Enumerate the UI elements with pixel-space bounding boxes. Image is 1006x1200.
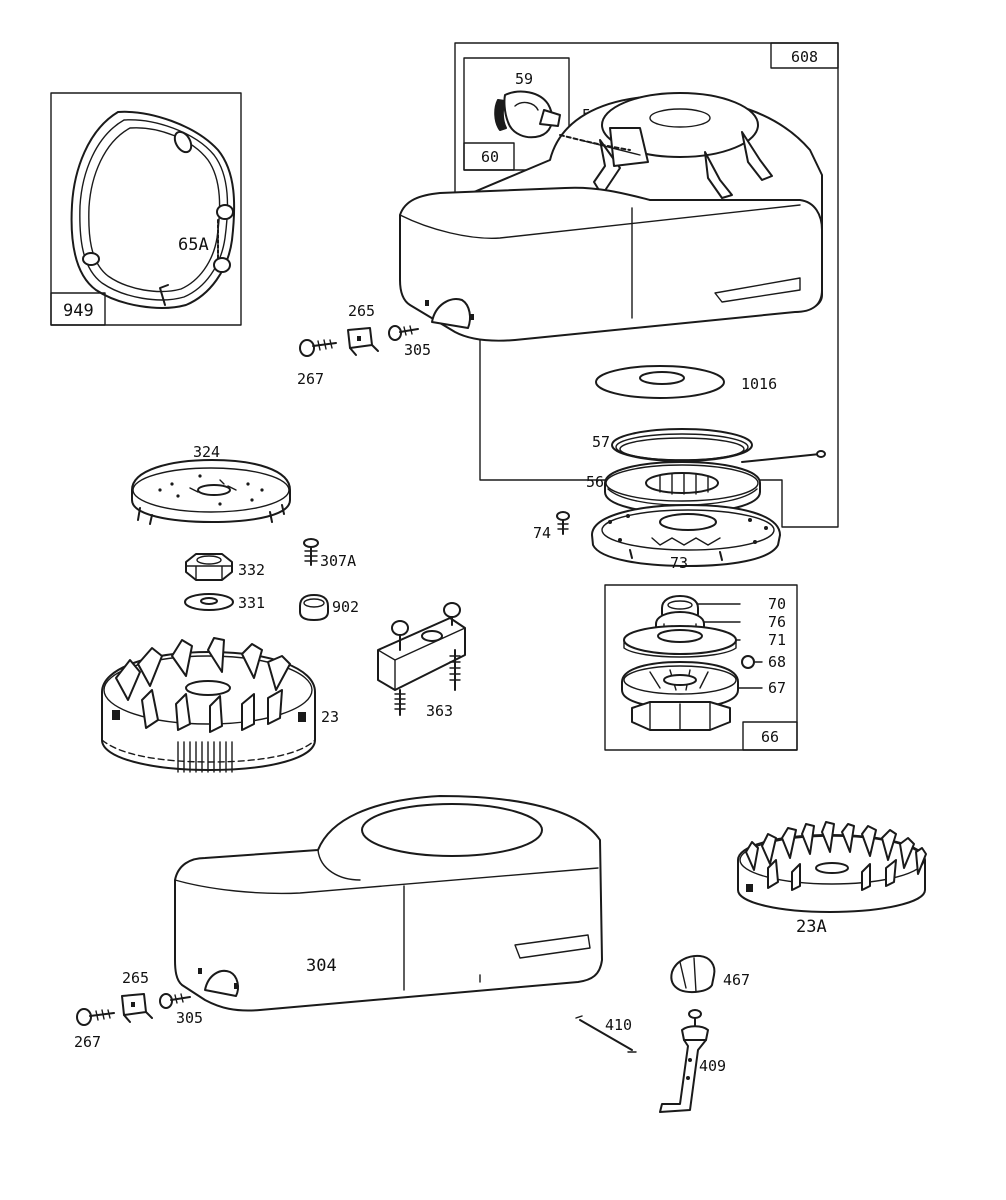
label-305-lower: 305: [176, 1009, 203, 1027]
part-66-label-box: [742, 721, 798, 751]
nut-332: [185, 553, 233, 581]
label-23A: 23A: [796, 917, 827, 937]
label-324: 324: [193, 443, 220, 461]
part-949-frame: [50, 92, 242, 326]
label-363: 363: [426, 702, 453, 720]
label-304: 304: [306, 956, 337, 976]
washer-1016: [595, 365, 725, 399]
flywheel-23A: [737, 821, 927, 913]
label-56: 56: [586, 473, 604, 491]
pawl-assembly-illustration: [621, 595, 763, 731]
blower-housing-upper: [399, 186, 823, 342]
screw-305-lower: [159, 993, 191, 1009]
washer-331: [184, 593, 234, 611]
label-76: 76: [768, 613, 786, 631]
bolt-267-upper: [299, 339, 337, 357]
rewind-spring-57: [611, 428, 826, 463]
starter-plate-73: [591, 504, 781, 567]
pulley-56: [604, 461, 761, 514]
label-60: 60: [481, 148, 499, 166]
label-74: 74: [533, 524, 551, 542]
clip-265-lower: [121, 993, 153, 1023]
part-608-group: 608 60 59 58: [399, 42, 839, 528]
part-467: [670, 954, 716, 994]
screw-307A: [303, 538, 319, 566]
label-57: 57: [592, 433, 610, 451]
label-65A: 65A: [178, 235, 209, 255]
starter-handle-59: [494, 90, 561, 139]
fasteners-lower: 265 267 305: [74, 969, 203, 1051]
wire-harness-illustration: [70, 110, 236, 309]
clip-265-upper: [347, 327, 379, 356]
label-307A: 307A: [320, 552, 356, 570]
label-66: 66: [761, 728, 779, 746]
label-1016: 1016: [741, 375, 777, 393]
label-267-lower: 267: [74, 1033, 101, 1051]
label-902: 902: [332, 598, 359, 616]
label-409: 409: [699, 1057, 726, 1075]
label-68: 68: [768, 653, 786, 671]
part-60-frame: [463, 57, 570, 171]
grommet-902: [299, 594, 329, 621]
label-267-upper: 267: [297, 370, 324, 388]
bracket-409: [659, 1009, 709, 1113]
fasteners-upper: 265 267 305: [297, 302, 431, 388]
part-608-label-box: [770, 42, 839, 69]
part-66-frame: [604, 584, 798, 751]
part-324: [131, 459, 291, 525]
label-265-lower: 265: [122, 969, 149, 987]
bracket-363: [377, 602, 466, 716]
label-71: 71: [768, 631, 786, 649]
label-59: 59: [515, 70, 533, 88]
label-949: 949: [63, 301, 94, 321]
label-467: 467: [723, 971, 750, 989]
part-66-group: 66: [604, 584, 798, 751]
label-410: 410: [605, 1016, 632, 1034]
blower-housing-304: [174, 795, 603, 1012]
part-949-label-box: [50, 292, 106, 326]
label-73: 73: [670, 554, 688, 572]
part-60-label-box: [463, 142, 515, 171]
flywheel-23: [101, 637, 316, 773]
label-331: 331: [238, 594, 265, 612]
label-608: 608: [791, 48, 818, 66]
bolt-267-lower: [76, 1008, 115, 1026]
screw-74: [556, 511, 570, 535]
label-265-upper: 265: [348, 302, 375, 320]
label-23: 23: [321, 708, 339, 726]
label-332: 332: [238, 561, 265, 579]
link-410: [575, 1015, 637, 1053]
label-305-upper: 305: [404, 341, 431, 359]
label-67: 67: [768, 679, 786, 697]
label-70: 70: [768, 595, 786, 613]
screw-305-upper: [388, 325, 419, 341]
part-949-group: 65A 949: [50, 92, 242, 326]
